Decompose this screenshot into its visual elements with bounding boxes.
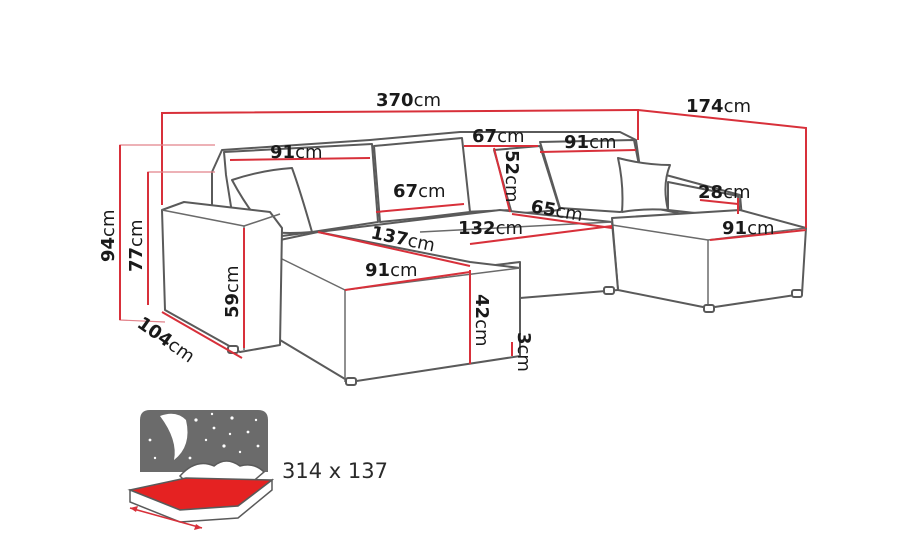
left-armrest-top [161,209,245,227]
dimline-total-width [161,108,639,205]
label-armrest-width: 28cm [698,182,751,203]
bed-arrow-head-right [194,524,202,530]
dimline-left-back-cushion [229,157,371,161]
label-middle-seat-width: 132cm [458,218,523,239]
dimension-lines [119,108,807,364]
label-armrest-height: 59cm [222,266,243,319]
dimline-back-cushion-height [493,147,511,213]
label-seat-height: 42cm [471,294,492,347]
leg [791,289,803,298]
label-left-back-cushion: 91cm [270,142,323,163]
bed-arrow-head-left [130,506,138,512]
label-total-width: 370cm [376,90,441,111]
left-chaise-side-edge [279,257,346,291]
dimline-left-chaise-width [344,271,471,291]
label-middle-back-cushion: 67cm [393,181,446,202]
moon-icon [160,413,188,460]
label-side-depth: 174cm [686,96,751,117]
label-right-chaise-width: 91cm [722,218,775,239]
dimline-middle-back-cushion [375,203,465,213]
bed-base [129,478,273,523]
dimline-seat-depth [511,213,613,229]
right-chaise [611,209,807,309]
dimline-right-back-cushion [539,149,637,153]
label-back-cushion-height: 52cm [501,150,522,203]
back-cushion-middle [373,137,471,223]
right-chaise-seam [611,224,709,241]
bed-dimension-arrow [129,507,203,529]
left-armrest-top-edge [243,213,281,227]
label-seat-depth: 65cm [529,196,584,226]
label-leg-height: 3cm [513,332,534,372]
sleeping-area-icon [127,410,275,530]
night-sky-panel [140,410,268,472]
dimline-module-depth [161,311,243,359]
stars-icon [148,412,260,460]
label-back-height: 77cm [126,220,147,273]
bed-size-label: 314 x 137 [282,459,388,483]
label-left-chaise-width: 91cm [365,260,418,281]
leg [603,286,615,295]
pillow-right [617,157,671,213]
label-top-back-cushion: 67cm [472,126,525,147]
dimline-right-chaise-width [709,229,807,241]
sofa-outline [161,131,807,386]
dimline-side-depth [637,109,807,228]
label-right-back-cushion: 91cm [564,132,617,153]
dimline-left-chaise-length [317,231,471,267]
leg [345,377,357,386]
left-armrest [161,201,283,353]
leg [703,304,715,313]
dimline-middle-seat-width [469,225,613,245]
dimline-armrest-width [699,199,739,205]
label-total-height: 94cm [98,210,119,263]
